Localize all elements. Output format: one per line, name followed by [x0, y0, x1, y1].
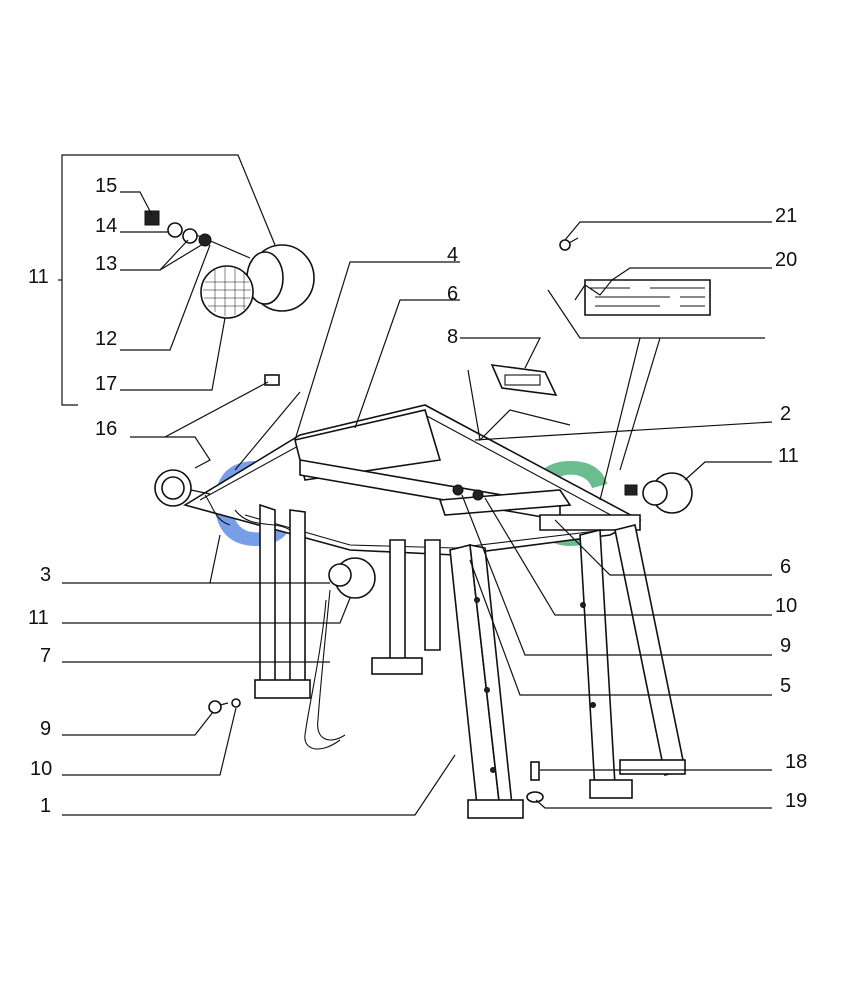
bulb-16: [264, 374, 280, 386]
leg-center-back: [389, 539, 406, 666]
callout-11-lower: 11: [28, 607, 49, 629]
foot-left: [254, 679, 311, 699]
wiring-harness-7: [317, 589, 346, 741]
callout-1: 1: [40, 795, 51, 817]
frame-plate-9: [438, 489, 572, 516]
reflector-8: [490, 364, 558, 396]
callout-19: 19: [785, 790, 807, 812]
washer-13b: [198, 233, 212, 247]
callout-12: 12: [95, 328, 117, 350]
callout-10-lower: 10: [30, 758, 52, 780]
callout-2: 2: [780, 403, 791, 425]
leg-left-back-2: [289, 509, 306, 697]
foot-right-back: [619, 759, 686, 775]
callout-15: 15: [95, 175, 117, 197]
callout-20: 20: [775, 249, 797, 271]
callout-9-right: 9: [780, 635, 791, 657]
callout-17: 17: [95, 373, 117, 395]
callout-14: 14: [95, 215, 117, 237]
callout-11-bracket: 11: [28, 266, 49, 288]
leg-right-back: [614, 524, 686, 776]
callout-10-right: 10: [775, 595, 797, 617]
side-lamp-right: [624, 472, 693, 514]
nut-15: [144, 210, 160, 226]
table-frame: [182, 404, 686, 819]
foot-right: [589, 779, 633, 799]
bolt-9-10-loose: [208, 698, 241, 714]
nameplate-20: [584, 279, 711, 316]
rivet-21: [559, 237, 613, 301]
side-lamp-lower: [304, 557, 376, 750]
bolt-18-washer-19: [526, 761, 544, 803]
callout-18: 18: [785, 751, 807, 773]
callout-6-right: 6: [780, 556, 791, 578]
side-lamp-left: [154, 469, 211, 507]
lamp-lens-grille: [200, 265, 254, 319]
callout-7: 7: [40, 645, 51, 667]
callout-11-right: 11: [778, 445, 799, 467]
bolts-frame: [452, 484, 484, 501]
callout-9-lower: 9: [40, 718, 51, 740]
foot-front: [467, 799, 524, 819]
leg-center-back-2: [424, 539, 441, 651]
wiring-harness-3: [204, 494, 291, 531]
callout-6-top: 6: [447, 283, 458, 305]
callout-4: 4: [447, 244, 458, 266]
leader-lines: [58, 154, 773, 816]
washer-14: [167, 222, 183, 238]
frame-crossbar-6-right: [539, 514, 641, 531]
callout-8: 8: [447, 326, 458, 348]
callout-16: 16: [95, 418, 117, 440]
washer-13a: [182, 228, 198, 244]
callout-13: 13: [95, 253, 117, 275]
callout-3: 3: [40, 564, 51, 586]
headlamp-exploded-upper: [144, 210, 315, 386]
foot-center: [371, 657, 423, 675]
callout-5: 5: [780, 675, 791, 697]
callout-labels: 15 14 13 11 12 17 16 4 6 8 21 20 2 11 6 …: [28, 175, 807, 817]
callout-21: 21: [775, 205, 797, 227]
reflector-8-body: [490, 364, 558, 396]
